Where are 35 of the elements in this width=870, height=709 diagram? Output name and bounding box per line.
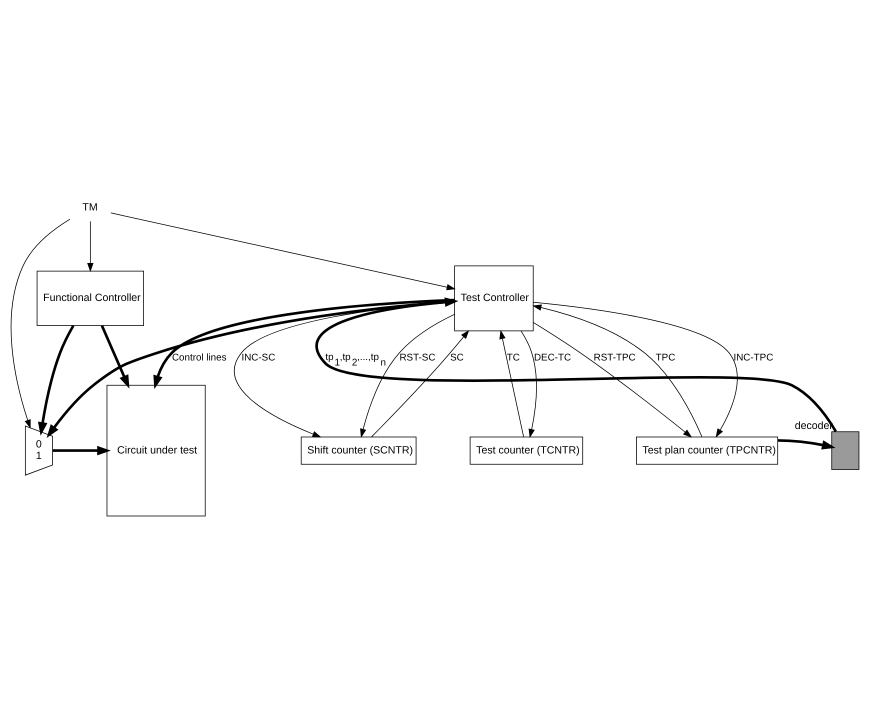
arrow xyxy=(87,220,94,272)
node-box: Test plan counter (TPCNTR) xyxy=(636,436,778,464)
arrow xyxy=(316,296,837,432)
node-box: 0 1 xyxy=(24,425,53,476)
node-box: Functional Controller xyxy=(36,270,144,326)
edge-label: DEC-TC xyxy=(534,352,572,364)
edge-label: Control lines xyxy=(172,352,227,364)
node-text: TM xyxy=(82,200,98,213)
node-box: Shift counter (SCNTR) xyxy=(300,436,416,464)
arrow xyxy=(532,322,692,438)
arrow xyxy=(10,218,70,428)
edge-label: INC-SC xyxy=(242,352,276,364)
node-box xyxy=(831,430,860,470)
arrow xyxy=(778,438,836,450)
edge-label: RST-TPC xyxy=(594,352,636,364)
edge-label: TPC xyxy=(656,352,676,364)
arrow xyxy=(371,329,470,437)
edge-label: SC xyxy=(450,352,464,364)
arrow xyxy=(520,330,537,438)
arrow xyxy=(499,329,524,437)
edge-label: TC xyxy=(506,352,520,364)
arrow xyxy=(110,212,456,290)
arrow xyxy=(52,445,111,455)
arrow xyxy=(100,324,130,388)
arrow xyxy=(38,324,74,436)
arrow xyxy=(46,300,455,438)
node-box: Test Controller xyxy=(454,264,534,331)
arrow xyxy=(532,304,702,437)
edge-label: RST-SC xyxy=(399,352,436,364)
arrow xyxy=(360,313,455,438)
arrow xyxy=(153,298,454,389)
node-box: Circuit under test xyxy=(106,384,206,516)
edge-label: INC-TPC xyxy=(734,352,774,364)
arrow xyxy=(532,301,738,438)
node-box: Test counter (TCNTR) xyxy=(470,436,584,464)
